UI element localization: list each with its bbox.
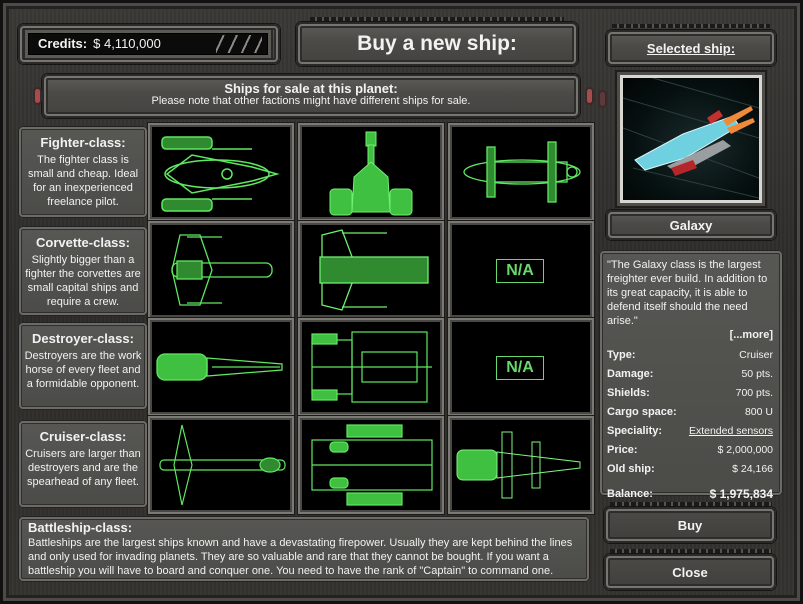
ship-description: "The Galaxy class is the largest freight… (607, 259, 768, 327)
selected-ship-name: Galaxy (606, 210, 776, 240)
ship-portrait (623, 78, 759, 200)
class-description: Slightly bigger than a fighter the corve… (25, 254, 141, 308)
indicator-light (600, 92, 605, 106)
ship-slot-corvette-2[interactable] (302, 225, 440, 315)
class-description: Battleships are the largest ships known … (28, 537, 573, 577)
close-button[interactable]: Close (604, 554, 776, 590)
ship-slot-destroyer-2[interactable] (302, 322, 440, 412)
ship-info-panel: "The Galaxy class is the largest freight… (599, 250, 783, 501)
stat-speciality: Speciality: Extended sensors (607, 422, 773, 441)
stat-value: 50 pts. (741, 368, 773, 380)
indicator-light-left (35, 89, 40, 103)
class-destroyer: Destroyer-class: Destroyers are the work… (18, 322, 148, 410)
indicator-light-right (587, 89, 592, 103)
not-available-label: N/A (496, 259, 544, 283)
stat-old-ship: Old ship: $ 24,166 (607, 460, 773, 479)
class-fighter: Fighter-class: The fighter class is smal… (18, 126, 148, 218)
grill-decoration (612, 24, 770, 28)
fighter-wireframe-3-icon (463, 141, 581, 203)
class-name: Destroyer-class: (32, 331, 134, 346)
selected-ship-heading: Selected ship: (606, 30, 776, 66)
stat-value: $ 2,000,000 (717, 444, 773, 456)
buy-button[interactable]: Buy (604, 507, 776, 543)
stat-shields: Shields: 700 pts. (607, 384, 773, 403)
shop-header: Ships for sale at this planet: Please no… (42, 74, 580, 118)
stat-value: $ 1,975,834 (709, 487, 773, 501)
fighter-wireframe-2-icon (329, 131, 413, 216)
class-corvette: Corvette-class: Slightly bigger than a f… (18, 226, 148, 316)
destroyer-wireframe-2-icon (311, 331, 432, 403)
stat-value: $ 24,166 (732, 463, 773, 475)
stat-label: Speciality: (607, 425, 663, 437)
grill-decoration (610, 502, 772, 506)
destroyer-wireframe-1-icon (156, 353, 283, 381)
stripes-decoration (216, 35, 262, 53)
ship-slot-corvette-1[interactable] (152, 225, 290, 315)
class-name: Fighter-class: (40, 135, 126, 150)
stat-label: Price: (607, 444, 638, 456)
class-name: Battleship-class: (28, 520, 133, 535)
ship-slot-cruiser-3[interactable] (452, 420, 590, 510)
ship-slot-fighter-1[interactable] (152, 127, 290, 217)
credits-label: Credits: (38, 36, 88, 51)
class-battleship: Battleship-class: Battleships are the la… (18, 516, 590, 582)
stat-cargo: Cargo space: 800 U (607, 403, 773, 422)
stat-value: 800 U (744, 406, 773, 418)
page-title: Buy a new ship: (296, 22, 578, 66)
corvette-wireframe-1-icon (171, 234, 273, 306)
stat-label: Type: (607, 349, 636, 361)
stat-label: Shields: (607, 387, 650, 399)
stat-price: Price: $ 2,000,000 (607, 441, 773, 460)
ship-slot-cruiser-1[interactable] (152, 420, 290, 510)
corvette-wireframe-2-icon (319, 229, 429, 311)
grill-decoration (310, 17, 564, 21)
ship-slot-fighter-3[interactable] (452, 127, 590, 217)
not-available-label: N/A (496, 356, 544, 380)
class-description: The fighter class is small and cheap. Id… (27, 154, 139, 208)
stat-value: Cruiser (739, 349, 773, 361)
galaxy-ship-image-icon (623, 78, 759, 199)
ship-slot-corvette-3: N/A (452, 225, 590, 315)
ship-slot-fighter-2[interactable] (302, 127, 440, 217)
class-description: Cruisers are larger than destroyers and … (25, 448, 141, 488)
stat-value: 700 pts. (735, 387, 773, 399)
shop-note: Please note that other factions might ha… (151, 95, 471, 107)
ship-slot-destroyer-1[interactable] (152, 322, 290, 412)
stat-label: Damage: (607, 368, 654, 380)
class-name: Corvette-class: (36, 235, 130, 250)
stat-damage: Damage: 50 pts. (607, 365, 773, 384)
cruiser-wireframe-3-icon (456, 431, 581, 499)
stat-label: Cargo space: (607, 406, 677, 418)
stat-balance: Balance: $ 1,975,834 (607, 485, 773, 504)
speciality-link[interactable]: Extended sensors (688, 425, 773, 437)
stat-type: Type: Cruiser (607, 346, 773, 365)
stat-label: Old ship: (607, 463, 655, 475)
ship-slot-destroyer-3: N/A (452, 322, 590, 412)
ship-slot-cruiser-2[interactable] (302, 420, 440, 510)
cruiser-wireframe-2-icon (311, 424, 433, 506)
class-cruiser: Cruiser-class: Cruisers are larger than … (18, 420, 148, 508)
shop-heading: Ships for sale at this planet: (224, 81, 398, 96)
credits-value: $ 4,110,000 (93, 36, 161, 51)
stat-label: Balance: (607, 488, 653, 500)
more-link[interactable]: [...more] (729, 329, 773, 341)
grill-decoration (610, 549, 772, 553)
credits-display: Credits: $ 4,110,000 (28, 33, 268, 55)
cruiser-wireframe-1-icon (159, 424, 286, 506)
fighter-wireframe-1-icon (161, 136, 280, 212)
class-name: Cruiser-class: (39, 429, 127, 444)
class-description: Destroyers are the work horse of every f… (24, 350, 142, 390)
